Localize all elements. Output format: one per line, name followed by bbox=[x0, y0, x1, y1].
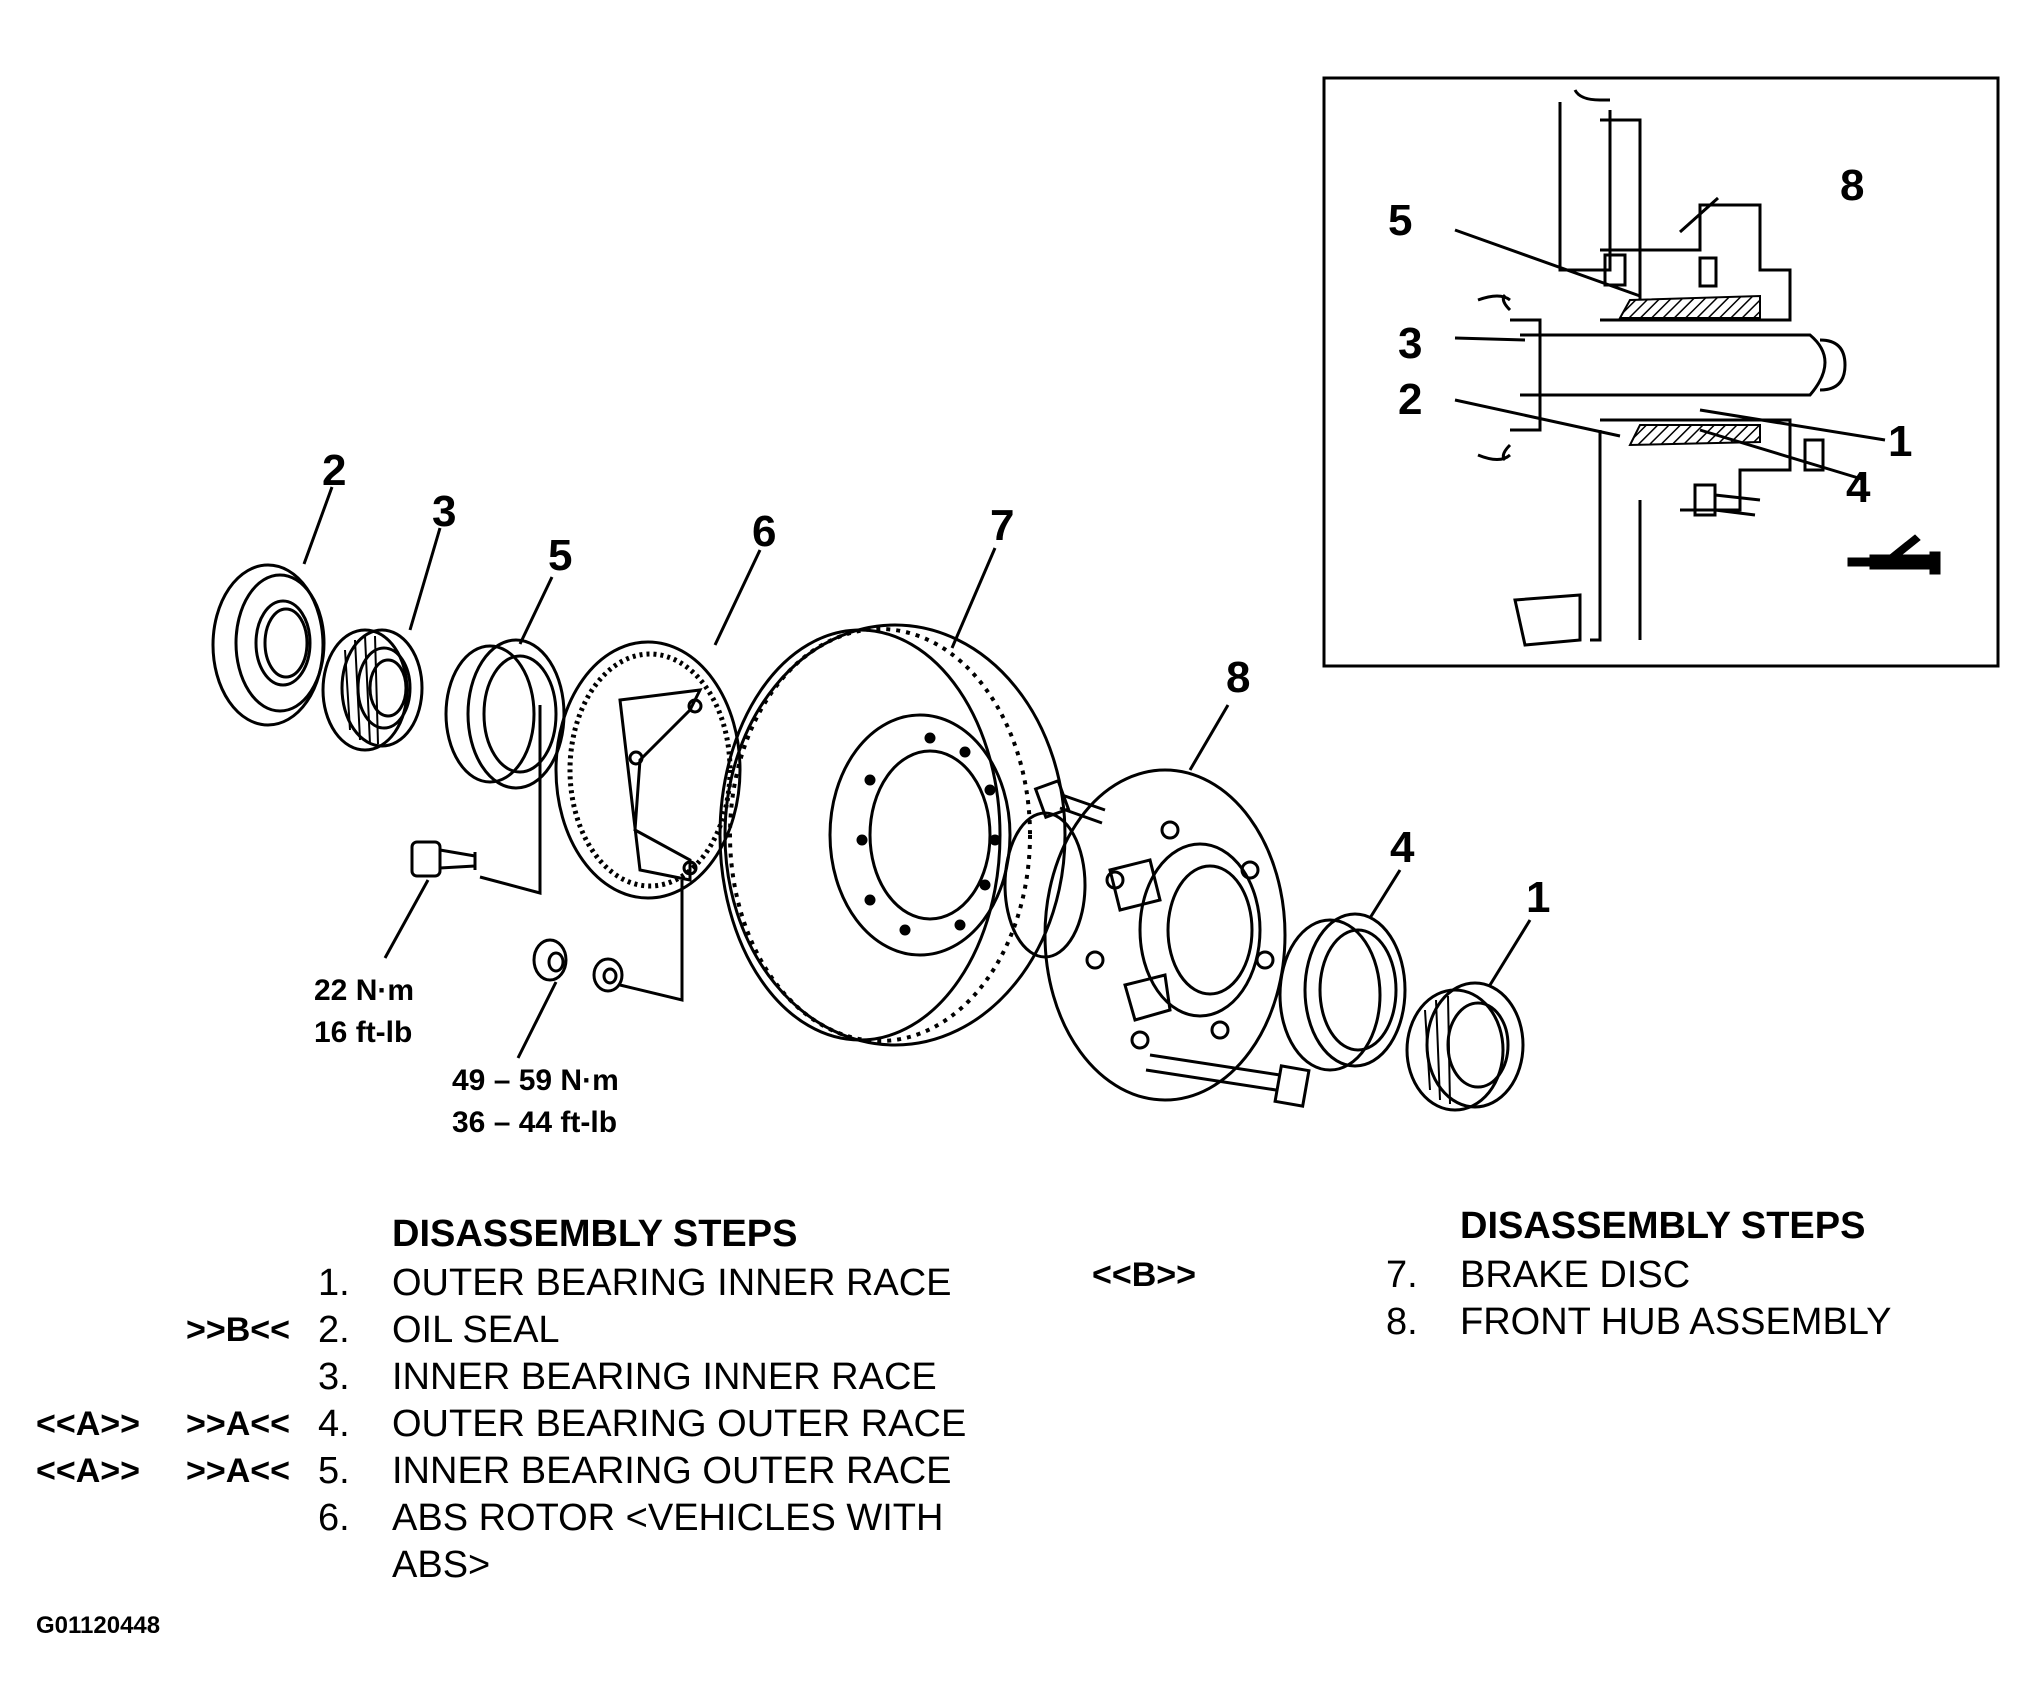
step-number: 8. bbox=[1386, 1301, 1418, 1343]
inset-frame bbox=[1322, 76, 2000, 668]
leader-line-1 bbox=[1488, 919, 1532, 986]
inner-bearing-outer-race-part bbox=[444, 638, 566, 790]
leader-line-8 bbox=[1188, 704, 1230, 771]
callout-6: 6 bbox=[752, 507, 776, 556]
step-text: OIL SEAL bbox=[392, 1309, 560, 1351]
leader-line-4 bbox=[1368, 869, 1402, 919]
step-text: INNER BEARING OUTER RACE bbox=[392, 1450, 952, 1492]
step-text: INNER BEARING INNER RACE bbox=[392, 1356, 937, 1398]
leader-line-nut-torque bbox=[516, 981, 558, 1059]
right-steps-heading: DISASSEMBLY STEPS bbox=[1460, 1205, 1866, 1247]
leader-line-6 bbox=[713, 549, 762, 646]
step-service-code-b: <<B>> bbox=[1092, 1256, 1196, 1294]
bolt-torque-nm: 22 N·m bbox=[314, 974, 414, 1007]
nut-torque-ftlb: 36 – 44 ft-lb bbox=[452, 1106, 617, 1139]
step-service-code-a: <<A>> bbox=[36, 1405, 140, 1443]
step-text: OUTER BEARING INNER RACE bbox=[392, 1262, 952, 1304]
leader-line-3 bbox=[408, 527, 442, 631]
callout-4: 4 bbox=[1390, 823, 1415, 872]
abs-sensor-bolt bbox=[410, 705, 542, 895]
outer-bearing-inner-race-part bbox=[1405, 981, 1525, 1112]
step-service-code-a: <<A>> bbox=[36, 1452, 140, 1490]
inner-bearing-inner-race-part bbox=[321, 628, 424, 752]
step-install-code: >>A<< bbox=[186, 1452, 290, 1490]
step-number: 4. bbox=[318, 1403, 350, 1445]
leader-line-bolt-torque bbox=[383, 879, 430, 959]
callout-7: 7 bbox=[990, 501, 1014, 550]
inset-callout-4: 4 bbox=[1846, 463, 1871, 512]
callout-8: 8 bbox=[1226, 653, 1250, 702]
outer-bearing-outer-race-part bbox=[1278, 912, 1407, 1072]
callout-1: 1 bbox=[1526, 873, 1550, 922]
inset-callout-2: 2 bbox=[1398, 375, 1422, 424]
step-text: BRAKE DISC bbox=[1460, 1254, 1691, 1296]
step-text: ABS> bbox=[392, 1544, 491, 1586]
brake-disc-nut bbox=[532, 880, 684, 1002]
front-hub-assembly-part bbox=[1003, 768, 1311, 1108]
step-number: 6. bbox=[318, 1497, 350, 1539]
step-number: 5. bbox=[318, 1450, 350, 1492]
figure-id: G01120448 bbox=[36, 1612, 161, 1639]
callout-5: 5 bbox=[548, 531, 572, 580]
step-number: 2. bbox=[318, 1309, 350, 1351]
leader-line-7 bbox=[950, 547, 997, 649]
step-install-code: >>B<< bbox=[186, 1311, 290, 1349]
cross-section-inset: 8 5 3 2 1 4 bbox=[1322, 76, 2000, 668]
abs-rotor-part bbox=[554, 640, 742, 900]
oil-seal-part bbox=[211, 563, 326, 727]
left-steps-heading: DISASSEMBLY STEPS bbox=[392, 1213, 798, 1255]
nut-torque-nm: 49 – 59 N·m bbox=[452, 1064, 619, 1097]
inset-callout-8: 8 bbox=[1840, 161, 1864, 210]
callout-2: 2 bbox=[322, 446, 346, 495]
inset-callout-3: 3 bbox=[1398, 319, 1422, 368]
step-number: 7. bbox=[1386, 1254, 1418, 1296]
inset-callout-1: 1 bbox=[1888, 417, 1912, 466]
callout-3: 3 bbox=[432, 487, 456, 536]
step-number: 1. bbox=[318, 1262, 350, 1304]
inset-callout-5: 5 bbox=[1388, 196, 1412, 245]
brake-disc-part bbox=[718, 623, 1067, 1047]
step-install-code: >>A<< bbox=[186, 1405, 290, 1443]
bolt-torque-ftlb: 16 ft-lb bbox=[314, 1016, 412, 1049]
step-number: 3. bbox=[318, 1356, 350, 1398]
leader-line-5 bbox=[518, 576, 554, 645]
step-text: FRONT HUB ASSEMBLY bbox=[1460, 1301, 1892, 1343]
step-text: ABS ROTOR <VEHICLES WITH bbox=[392, 1497, 944, 1539]
step-text: OUTER BEARING OUTER RACE bbox=[392, 1403, 967, 1445]
leader-line-2 bbox=[302, 486, 334, 565]
grease-icon bbox=[1847, 534, 1941, 575]
